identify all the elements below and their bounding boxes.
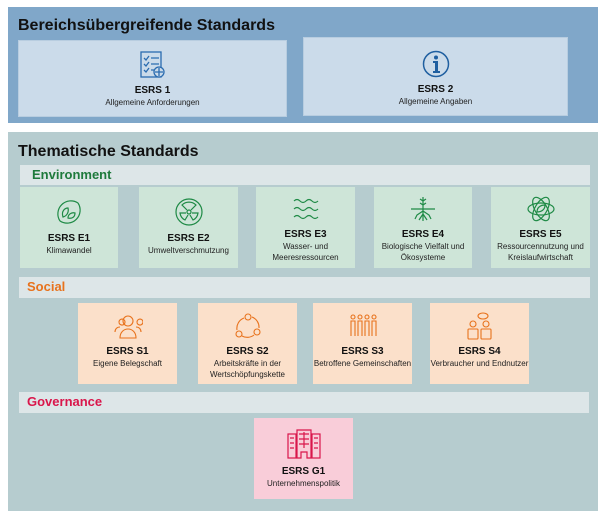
card-esrs-e4[interactable]: ESRS E4 Biologische Vielfalt und Ökosyst… xyxy=(374,187,472,268)
card-code: ESRS E2 xyxy=(167,233,210,244)
governance-header: Governance xyxy=(19,392,589,413)
card-code: ESRS E5 xyxy=(519,229,562,240)
card-code: ESRS E1 xyxy=(47,233,91,244)
card-code: ESRS 2 xyxy=(417,84,454,95)
card-code: ESRS 1 xyxy=(134,85,171,96)
card-esrs-s3[interactable]: ESRS S3 Betroffene Gemeinschaften xyxy=(313,303,412,384)
card-desc: Allgemeine Angaben xyxy=(398,97,473,106)
card-code: ESRS G1 xyxy=(281,466,326,477)
card-esrs-s1[interactable]: ESRS S1 Eigene Belegschaft xyxy=(78,303,177,384)
card-code: ESRS S4 xyxy=(458,346,501,357)
card-code: ESRS S2 xyxy=(226,346,269,357)
card-code: ESRS S3 xyxy=(341,346,384,357)
buildings-icon xyxy=(286,429,321,459)
card-esrs-1[interactable]: ESRS 1 Allgemeine Anforderungen xyxy=(18,40,287,117)
cross-cutting-title: Bereichsübergreifende Standards xyxy=(18,17,275,34)
community-icon xyxy=(349,314,377,336)
card-desc: Ressourcennutzung und Kreislaufwirtschaf… xyxy=(497,242,584,262)
card-esrs-g1[interactable]: ESRS G1 Unternehmenspolitik xyxy=(254,418,353,499)
card-desc: Arbeitskräfte in der Wertschöpfungskette xyxy=(209,359,285,379)
social-header: Social xyxy=(19,277,590,298)
card-esrs-s2[interactable]: ESRS S2 Arbeitskräfte in der Wertschöpfu… xyxy=(198,303,297,384)
card-desc: Verbraucher und Endnutzer xyxy=(430,359,529,368)
circular-leaf-icon xyxy=(526,196,555,222)
plant-roots-icon xyxy=(411,197,435,221)
card-desc: Allgemeine Anforderungen xyxy=(105,98,200,107)
thematic-title: Thematische Standards xyxy=(18,143,199,160)
card-code: ESRS E3 xyxy=(284,229,327,240)
info-icon xyxy=(422,50,449,78)
water-waves-icon xyxy=(293,198,318,220)
card-desc: Betroffene Gemeinschaften xyxy=(313,359,412,368)
card-esrs-e5[interactable]: ESRS E5 Ressourcennutzung und Kreislaufw… xyxy=(491,187,590,268)
value-chain-icon xyxy=(234,313,261,338)
consumers-icon xyxy=(466,312,492,340)
card-desc: Wasser- und Meeresressourcen xyxy=(272,242,339,262)
card-desc: Umweltverschmutzung xyxy=(148,246,229,255)
card-esrs-e2[interactable]: ESRS E2 Umweltverschmutzung xyxy=(139,187,238,268)
card-esrs-e1[interactable]: ESRS E1 Klimawandel xyxy=(20,187,118,268)
card-desc: Biologische Vielfalt und Ökosysteme xyxy=(381,242,465,262)
climate-leaves-icon xyxy=(57,200,81,224)
card-code: ESRS S1 xyxy=(106,346,149,357)
radiation-icon xyxy=(174,198,203,226)
card-esrs-s4[interactable]: ESRS S4 Verbraucher und Endnutzer xyxy=(430,303,529,384)
card-desc: Klimawandel xyxy=(46,246,92,255)
checklist-icon xyxy=(139,51,165,78)
card-desc: Eigene Belegschaft xyxy=(93,359,162,368)
card-desc: Unternehmenspolitik xyxy=(267,479,340,488)
workforce-icon xyxy=(113,315,143,339)
card-code: ESRS E4 xyxy=(401,229,445,240)
card-esrs-e3[interactable]: ESRS E3 Wasser- und Meeresressourcen xyxy=(256,187,355,268)
environment-header: Environment xyxy=(20,165,590,185)
card-esrs-2[interactable]: ESRS 2 Allgemeine Angaben xyxy=(303,37,568,116)
